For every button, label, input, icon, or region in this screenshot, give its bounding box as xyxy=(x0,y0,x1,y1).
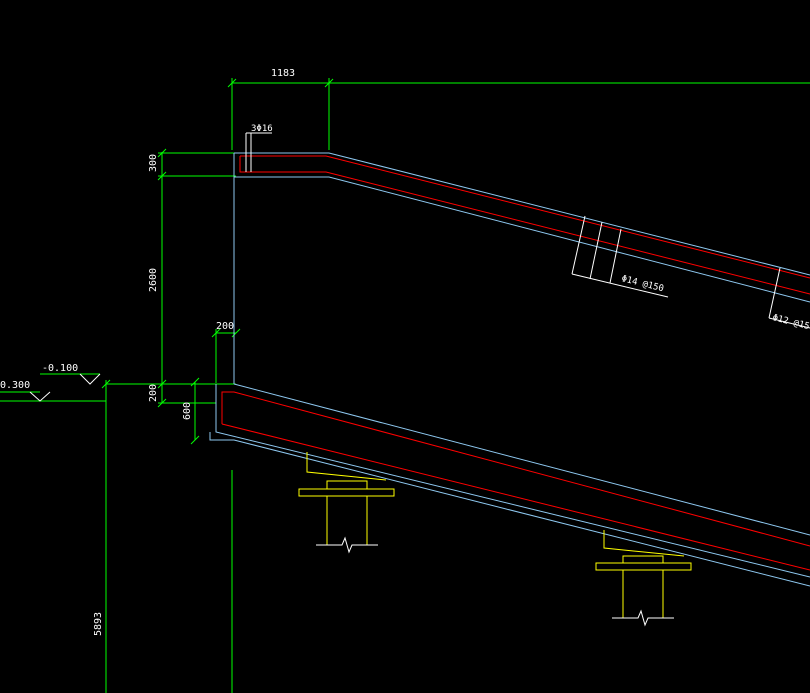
wall-thickness-label: 200 xyxy=(216,321,234,332)
dimension-labels: 1183 3Φ16 300 2600 200 200 600 Φ14 @150 … xyxy=(0,68,810,636)
level-left-label: 0.300 xyxy=(0,380,30,391)
left-dimension-label: 5893 xyxy=(93,612,104,636)
top-height-label: 300 xyxy=(148,154,159,172)
dimension-lines xyxy=(0,78,810,693)
top-width-label: 1183 xyxy=(271,68,295,79)
level-upper-label: -0.100 xyxy=(42,363,78,374)
concrete-outline xyxy=(209,152,810,587)
top-rebar-label: 3Φ16 xyxy=(251,124,273,134)
break-line-icon xyxy=(316,536,674,627)
support-right xyxy=(595,530,692,618)
support-left xyxy=(298,452,395,545)
wall-height-label: 2600 xyxy=(148,268,159,292)
rebar-lower-label: Φ12 @150 xyxy=(771,313,810,333)
rebar-lines xyxy=(221,155,810,571)
section-marks xyxy=(571,215,810,329)
beam-depth-label: 600 xyxy=(182,402,193,420)
elevation-triangle-icon xyxy=(29,373,101,402)
top-rebar-leader xyxy=(245,132,272,172)
slab-bottom-label: 200 xyxy=(148,384,159,402)
